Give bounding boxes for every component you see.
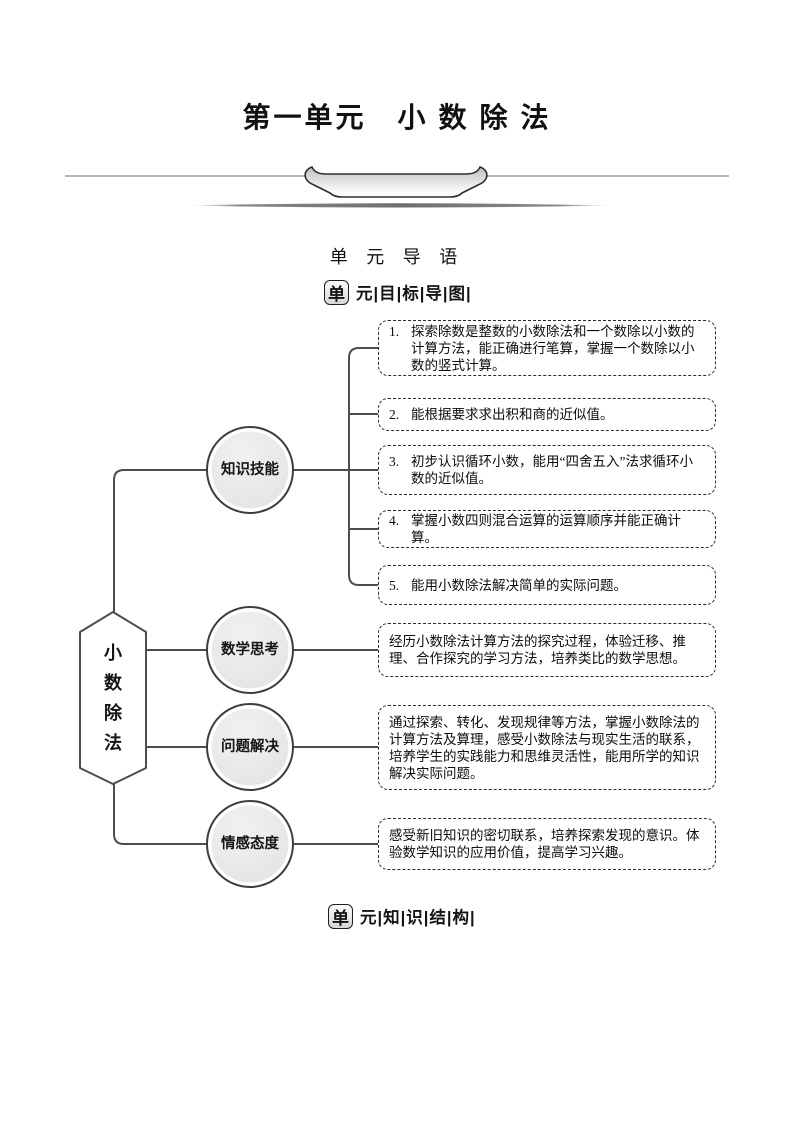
unit-goal-map-heading: 单 元|目|标|导|图| xyxy=(324,278,472,306)
unit-intro-heading: 单 元 导 语 xyxy=(329,247,465,267)
goal-box-1: 1. 探索除数是整数的小数除法和一个数除以小数的计算方法，能正确进行笔算，掌握一个… xyxy=(378,320,716,376)
unit-knowledge-structure-heading: 单 元|知|识|结|构| xyxy=(328,902,476,930)
goal-text: 能根据要求求出积和商的近似值。 xyxy=(411,407,614,422)
heading-text: 元|知|识|结|构| xyxy=(360,909,476,927)
goal-text: 初步认识循环小数，能用“四舍五入”法求循环小数的近似值。 xyxy=(411,454,693,486)
thinking-text: 经历小数除法计算方法的探究过程，体验迁移、推理、合作探究的学习方法，培养类比的数… xyxy=(389,634,686,666)
goal-number: 1. xyxy=(389,323,400,339)
knowledge-circle-disc xyxy=(211,431,289,509)
goal-text: 能用小数除法解决简单的实际问题。 xyxy=(411,577,627,593)
goal-number: 2. xyxy=(389,407,400,422)
emotion-circle-disc xyxy=(211,805,289,883)
node-knowledge-skills: 知识技能 xyxy=(221,462,279,478)
goal-box-5: 5. 能用小数除法解决简单的实际问题。 xyxy=(378,565,716,605)
heading-text: 元|目|标|导|图| xyxy=(356,285,472,303)
page-title: 第一单元 小 数 除 法 xyxy=(242,103,552,134)
problem-box: 通过探索、转化、发现规律等方法，掌握小数除法的计算方法及算理，感受小数除法与现实… xyxy=(378,705,716,790)
root-char-3: 除 xyxy=(104,703,122,723)
category-circles xyxy=(206,426,294,888)
root-node-label: 小 数 除 法 xyxy=(93,638,133,758)
goal-text: 探索除数是整数的小数除法和一个数除以小数的计算方法，能正确进行笔算，掌握一个数除… xyxy=(411,323,695,373)
heading-badge: 单 xyxy=(328,903,353,929)
root-char-4: 法 xyxy=(104,733,122,753)
heading-badge: 单 xyxy=(324,279,349,305)
thinking-box: 经历小数除法计算方法的探究过程，体验迁移、推理、合作探究的学习方法，培养类比的数… xyxy=(378,623,716,677)
node-problem-solving: 问题解决 xyxy=(221,739,279,755)
banner-shadow xyxy=(186,203,614,208)
goal-box-3: 3. 初步认识循环小数，能用“四舍五入”法求循环小数的近似值。 xyxy=(378,445,716,495)
banner-ribbon-shape xyxy=(304,166,488,198)
goal-number: 4. xyxy=(389,513,400,528)
emotion-box: 感受新旧知识的密切联系，培养探索发现的意识。体验数学知识的应用价值，提高学习兴趣… xyxy=(378,818,716,870)
problem-circle-disc xyxy=(211,708,289,786)
goal-box-2: 2. 能根据要求求出积和商的近似值。 xyxy=(378,398,716,431)
goal-number: 5. xyxy=(389,577,400,593)
emotion-text: 感受新旧知识的密切联系，培养探索发现的意识。体验数学知识的应用价值，提高学习兴趣… xyxy=(389,828,700,860)
root-char-1: 小 xyxy=(104,643,122,663)
connector-lines xyxy=(113,347,378,845)
goal-number: 3. xyxy=(389,454,400,469)
goal-text: 掌握小数四则混合运算的运算顺序并能正确计算。 xyxy=(411,513,681,545)
connector-knowledge-trunk xyxy=(348,347,378,586)
goal-box-4: 4. 掌握小数四则混合运算的运算顺序并能正确计算。 xyxy=(378,510,716,548)
connector-root-to-knowledge xyxy=(113,469,207,612)
problem-text: 通过探索、转化、发现规律等方法，掌握小数除法的计算方法及算理，感受小数除法与现实… xyxy=(389,714,700,781)
root-hexagon-shape xyxy=(79,611,147,785)
node-emotion-attitude: 情感态度 xyxy=(221,836,279,852)
root-char-2: 数 xyxy=(104,673,122,693)
thinking-circle-disc xyxy=(211,611,289,689)
connector-root-to-emotion xyxy=(113,784,207,845)
node-math-thinking: 数学思考 xyxy=(221,642,279,658)
